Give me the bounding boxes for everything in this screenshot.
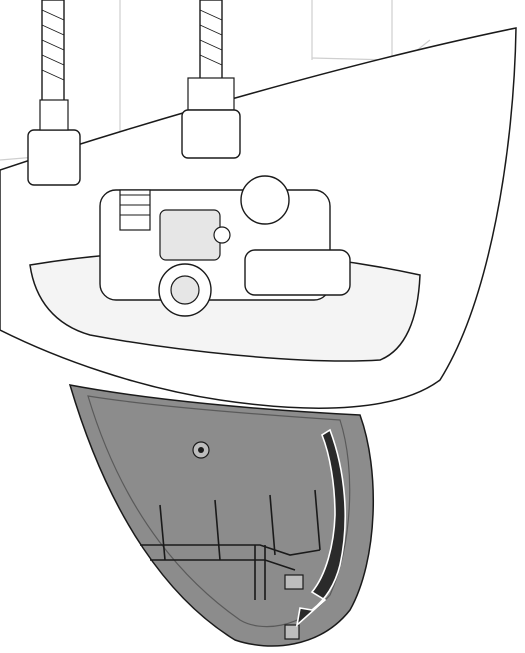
cover-panel (68, 384, 374, 647)
left-braided-hose (27, 0, 81, 186)
right-braided-hose (181, 0, 241, 159)
rotation-arrow (295, 428, 346, 628)
valve-assembly (29, 175, 421, 362)
